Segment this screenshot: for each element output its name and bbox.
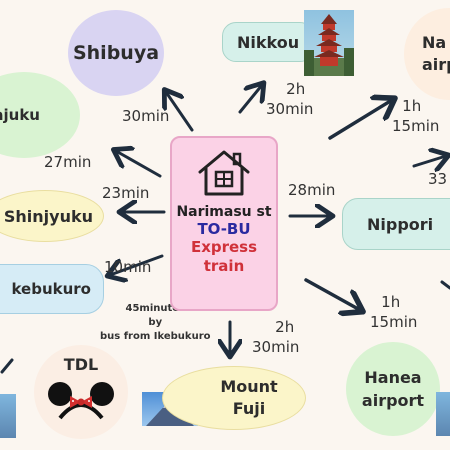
shibuya-time: 30min bbox=[122, 107, 170, 125]
fuji-label-1: Mount bbox=[220, 376, 278, 396]
station-name: Narimasu st bbox=[176, 204, 272, 220]
haneda-node: Hanea airport bbox=[346, 342, 440, 436]
nippori-node: Nippori bbox=[342, 198, 450, 250]
haneda-time-2: 15min bbox=[370, 312, 418, 331]
narita-label-1: Na bbox=[422, 33, 447, 53]
tdl-note-1: 45minutes bbox=[125, 303, 186, 314]
ikebukuro-node: kebukuro bbox=[0, 264, 104, 314]
narita-time-1: 1h bbox=[402, 97, 422, 115]
arrow-narita bbox=[328, 100, 392, 140]
railway-line: TO-BU bbox=[197, 220, 251, 238]
nikkou-time: 2h 30min bbox=[266, 80, 313, 119]
nikkou-label: Nikkou bbox=[237, 32, 300, 52]
shibuya-label: Shibuya bbox=[72, 42, 160, 64]
arrow-right-edge bbox=[440, 280, 450, 290]
arrow-left-edge bbox=[0, 358, 14, 374]
harajuku-time: 27min bbox=[44, 153, 92, 171]
house-icon bbox=[198, 150, 250, 196]
fuji-label-2: Fuji bbox=[232, 399, 266, 418]
shinjyuku-node: Shinjyuku bbox=[0, 190, 104, 242]
partial-right-time: 33 bbox=[428, 170, 448, 188]
right-edge-photo bbox=[436, 392, 450, 436]
nikkou-pagoda-photo bbox=[304, 10, 354, 76]
narita-time: 1h 15min bbox=[392, 97, 439, 136]
tdl-label: TDL bbox=[63, 355, 99, 374]
tdl-note-2: by bbox=[148, 317, 163, 328]
shinjyuku-time: 23min bbox=[102, 184, 150, 202]
nippori-label: Nippori bbox=[367, 214, 434, 234]
fuji-time-2: 30min bbox=[252, 337, 300, 356]
haneda-time: 1h 15min bbox=[370, 293, 417, 332]
fuji-time-1: 2h bbox=[275, 318, 295, 336]
arrow-haneda bbox=[304, 278, 360, 310]
tdl-note-3: bus from Ikebukuro bbox=[100, 331, 211, 342]
shibuya-node: Shibuya bbox=[68, 10, 164, 96]
narita-time-2: 15min bbox=[392, 116, 440, 135]
ikebukuro-label: kebukuro bbox=[11, 280, 91, 298]
fuji-time: 2h 30min bbox=[252, 318, 299, 357]
train-type-2: train bbox=[203, 256, 245, 275]
arrow-harajuku bbox=[116, 151, 162, 178]
harajuku-label: ajuku bbox=[0, 106, 40, 124]
pagoda-icon bbox=[304, 14, 354, 76]
haneda-time-1: 1h bbox=[381, 293, 401, 311]
nippori-time: 28min bbox=[288, 181, 336, 199]
tdl-node: TDL bbox=[34, 345, 128, 439]
shinjyuku-label: Shinjyuku bbox=[3, 206, 93, 226]
nikkou-time-2: 30min bbox=[266, 99, 314, 118]
arrow-partial-right bbox=[412, 156, 446, 166]
fuji-node: Mount Fuji bbox=[162, 366, 306, 430]
left-edge-photo bbox=[0, 394, 16, 438]
haneda-label-2: airport bbox=[361, 391, 425, 410]
haneda-label-1: Hanea bbox=[364, 367, 422, 387]
tdl-bus-note: 45minutes by bus from Ikebukuro bbox=[100, 302, 211, 344]
nikkou-time-1: 2h bbox=[286, 80, 306, 98]
nikkou-node: Nikkou bbox=[222, 22, 314, 62]
mouse-ears-headband-icon bbox=[48, 382, 114, 420]
ikebukuro-time: 10min bbox=[104, 258, 152, 276]
arrow-ikebukuro bbox=[110, 254, 164, 275]
train-type-1: Express bbox=[190, 238, 258, 256]
narita-label-2: airp bbox=[422, 55, 450, 74]
arrow-nikkou bbox=[238, 85, 262, 114]
arrow-shibuya bbox=[166, 92, 194, 132]
narimasu-station-box: Narimasu st TO-BU Express train bbox=[170, 136, 278, 311]
